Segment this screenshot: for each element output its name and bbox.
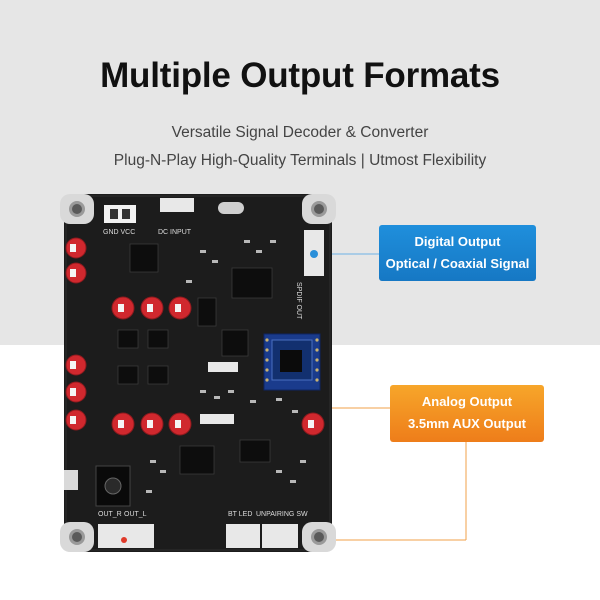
dc-input-connector (160, 198, 194, 212)
mount-hole-bl (60, 522, 94, 552)
smd-components (146, 240, 306, 493)
output-connector (98, 524, 154, 548)
digital-output-title: Digital Output (414, 234, 501, 249)
subtitle-line-1: Versatile Signal Decoder & Converter (171, 124, 429, 141)
label-unpairing-sw: UNPAIRING SW (256, 511, 308, 518)
label-out-r: OUT_R (98, 511, 122, 518)
mount-hole-tr (302, 194, 336, 224)
label-out-l: OUT_L (124, 511, 147, 518)
digital-output-detail: Optical / Coaxial Signal (385, 256, 530, 271)
analog-output-title: Analog Output (421, 394, 513, 409)
analog-output-detail: 3.5mm AUX Output (408, 416, 526, 431)
side-button (64, 470, 78, 490)
label-bt-led: BT LED (228, 511, 252, 518)
label-gnd-vcc: GND VCC (103, 229, 135, 236)
usb-port (218, 202, 244, 214)
ic-chips (117, 243, 273, 475)
power-terminal (104, 205, 136, 223)
pin-header-mid (200, 362, 238, 424)
subtitle-line-2: Plug-N-Play High-Quality Terminals | Utm… (113, 152, 487, 169)
page-title: Multiple Output Formats (100, 56, 500, 95)
unpairing-switch-connector (262, 524, 298, 548)
mount-hole-br (302, 522, 336, 552)
mount-hole-tl (60, 194, 94, 224)
digital-output-callout: Digital Output Optical / Coaxial Signal (379, 225, 536, 281)
label-spdif-out: SPDIF OUT (295, 282, 302, 320)
analog-output-callout: Analog Output 3.5mm AUX Output (390, 385, 544, 442)
bt-led-connector (226, 524, 260, 548)
label-dc-input: DC INPUT (158, 229, 192, 236)
